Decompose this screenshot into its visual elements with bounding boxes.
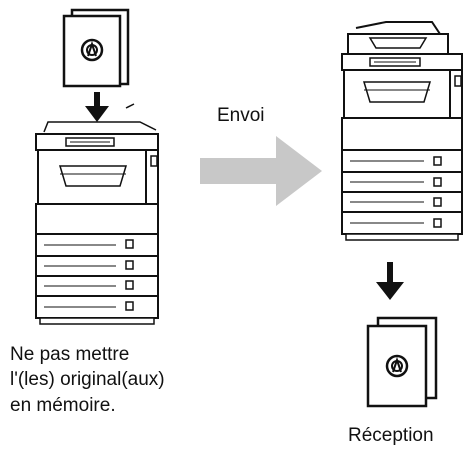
send-label: Envoi	[217, 105, 265, 126]
original-documents-icon	[62, 8, 130, 88]
note-line-1: Ne pas mettre	[10, 344, 130, 365]
note-line-3: en mémoire.	[10, 395, 116, 416]
sending-copier-machine-icon	[35, 103, 159, 325]
arrow-down-icon	[376, 262, 404, 300]
note-line-2: l'(les) original(aux)	[10, 369, 165, 390]
received-documents-icon	[366, 316, 438, 408]
arrow-down-icon	[85, 92, 109, 122]
receiving-copier-machine-icon	[341, 21, 463, 241]
receive-label: Réception	[348, 425, 434, 446]
arrow-right-icon	[200, 136, 322, 206]
